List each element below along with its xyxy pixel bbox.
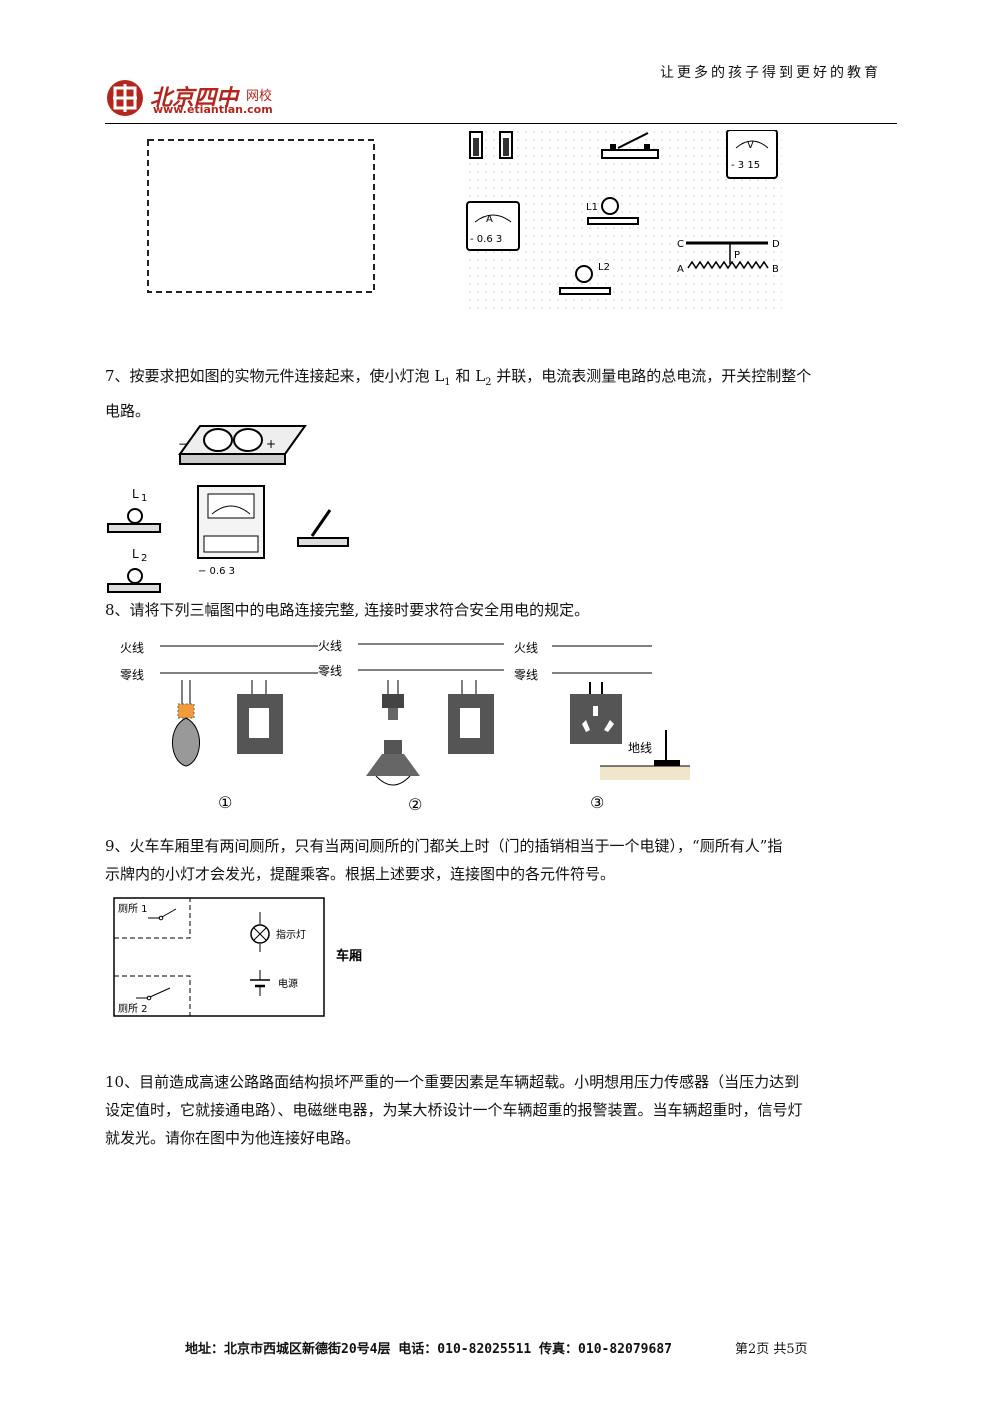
svg-text:V: V <box>747 140 754 151</box>
svg-text:A: A <box>677 264 684 275</box>
svg-text:L: L <box>132 547 139 561</box>
train-car-outline <box>113 897 325 1017</box>
svg-text:1: 1 <box>141 493 147 504</box>
ammeter-icon: − 0.6 3 <box>197 485 265 577</box>
logo-name: 北京四中 <box>150 85 239 111</box>
svg-text:厕所 1: 厕所 1 <box>118 903 148 915</box>
svg-text:火线: 火线 <box>318 639 342 653</box>
q6-figure: V - 3 15 A - 0.6 3 L1 C D P A B L2 <box>147 130 782 310</box>
svg-text:电源: 电源 <box>278 977 298 990</box>
question-7-text: 7、按要求把如图的实物元件连接起来，使小灯泡 L1 和 L2 并联，电流表测量电… <box>105 367 812 420</box>
bulb-l2-icon: L2 <box>559 262 611 295</box>
switch-icon <box>601 132 659 159</box>
svg-text:+: + <box>266 437 276 451</box>
wall-switch-icon <box>237 680 283 754</box>
svg-text:火线: 火线 <box>120 641 144 655</box>
school-logo-icon <box>107 80 143 116</box>
svg-text:2: 2 <box>141 553 147 564</box>
battery-holder-icon: − + <box>178 425 307 465</box>
svg-text:①: ① <box>218 793 232 812</box>
svg-text:- 3 15: - 3 15 <box>731 160 760 171</box>
svg-text:零线: 零线 <box>514 668 538 682</box>
rheostat-icon: C D P A B <box>677 239 780 275</box>
three-pin-socket-icon <box>570 682 622 744</box>
question-9-text: 9、火车车厢里有两间厕所，只有当两间厕所的门都关上时（门的插销相当于一个电键），… <box>105 837 783 883</box>
svg-text:L2: L2 <box>598 262 610 273</box>
svg-text:B: B <box>772 264 779 275</box>
header-slogan: 让更多的孩子得到更好的教育 <box>660 65 881 81</box>
pendant-lamp-icon <box>366 680 420 786</box>
footer-page-number: 第2页 共5页 <box>735 1342 808 1357</box>
svg-text:厕所 2: 厕所 2 <box>118 1003 148 1015</box>
switch-2-icon <box>136 987 171 1001</box>
ammeter-icon: A - 0.6 3 <box>466 201 520 251</box>
logo-url: www.etiantian.com <box>153 103 273 116</box>
header-rule <box>105 123 897 124</box>
q8-figure: 火线 零线 ① 火线 零线 ② 火线 零线 <box>120 639 690 814</box>
svg-text:C: C <box>677 239 684 250</box>
svg-text:车厢: 车厢 <box>336 948 362 964</box>
indicator-lamp-icon <box>250 912 270 952</box>
svg-text:P: P <box>734 250 740 261</box>
question-8-text: 8、请将下列三幅图中的电路连接完整, 连接时要求符合安全用电的规定。 <box>105 601 590 619</box>
battery-icon <box>469 131 513 159</box>
svg-text:- 0.6 3: - 0.6 3 <box>470 234 502 245</box>
light-bulb-icon <box>172 680 200 767</box>
voltmeter-icon: V - 3 15 <box>726 130 778 179</box>
drawing-area-box <box>147 139 375 293</box>
svg-text:D: D <box>772 239 780 250</box>
svg-text:零线: 零线 <box>120 668 144 682</box>
svg-text:②: ② <box>408 795 422 814</box>
svg-text:③: ③ <box>590 793 604 812</box>
logo-subtitle: 网校 <box>246 89 273 104</box>
bulb-l1-icon: L1 <box>586 197 639 225</box>
svg-text:零线: 零线 <box>318 664 342 678</box>
q9-figure: 厕所 1 厕所 2 指示灯 电源 车厢 <box>113 897 362 1017</box>
footer-address: 地址：北京市西城区新德街20号4层 电话：010-82025511 传真：010… <box>185 1342 672 1357</box>
ground-rod-icon <box>600 730 690 780</box>
svg-text:A: A <box>486 214 493 225</box>
wall-switch-icon <box>448 680 494 754</box>
svg-text:L1: L1 <box>586 202 598 213</box>
svg-text:火线: 火线 <box>514 641 538 655</box>
switch-1-icon <box>148 908 177 921</box>
switch-icon <box>297 509 349 547</box>
svg-text:指示灯: 指示灯 <box>276 928 306 941</box>
svg-text:地线: 地线 <box>628 741 652 755</box>
question-10-text: 10、目前造成高速公路路面结构损坏严重的一个重要因素是车辆超载。小明想用压力传感… <box>105 1073 803 1147</box>
power-source-icon <box>250 970 270 996</box>
svg-text:−: − <box>178 437 188 451</box>
svg-text:L: L <box>132 487 139 501</box>
svg-text:− 0.6 3: − 0.6 3 <box>198 566 235 577</box>
